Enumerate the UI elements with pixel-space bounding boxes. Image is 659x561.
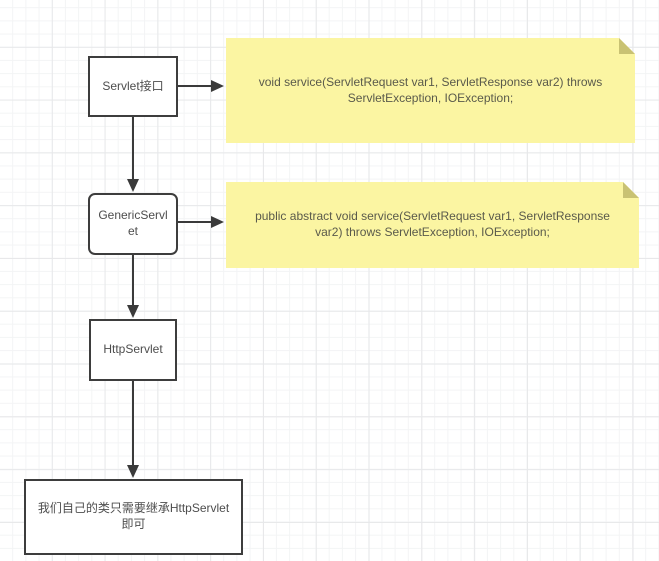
arrowhead-right-icon (211, 80, 224, 92)
arrow-line (178, 85, 212, 87)
arrowhead-down-icon (127, 179, 139, 192)
node-generic-servlet: GenericServlet (88, 193, 178, 255)
folded-corner-icon (619, 38, 635, 54)
folded-corner-icon (623, 182, 639, 198)
sticky-note-abstract-service-signature: public abstract void service(ServletRequ… (226, 182, 639, 268)
node-http-servlet: HttpServlet (89, 319, 177, 381)
arrow-line (132, 117, 134, 180)
sticky-note-service-signature-text: void service(ServletRequest var1, Servle… (258, 74, 603, 105)
sticky-note-abstract-service-signature-text: public abstract void service(ServletRequ… (255, 209, 610, 239)
sticky-note-service-signature: void service(ServletRequest var1, Servle… (226, 38, 635, 143)
arrow-line (132, 381, 134, 466)
node-generic-servlet-label: GenericServlet (98, 208, 168, 238)
node-http-servlet-label: HttpServlet (103, 342, 163, 357)
arrowhead-down-icon (127, 465, 139, 478)
node-custom-class-label: 我们自己的类只需要继承HttpServlet即可 (37, 501, 230, 531)
node-custom-class: 我们自己的类只需要继承HttpServlet即可 (24, 479, 243, 555)
arrow-line (132, 255, 134, 306)
node-servlet-interface: Servlet接口 (88, 56, 178, 117)
arrowhead-right-icon (211, 216, 224, 228)
arrowhead-down-icon (127, 305, 139, 318)
arrow-line (178, 221, 212, 223)
node-servlet-interface-label: Servlet接口 (102, 78, 164, 93)
